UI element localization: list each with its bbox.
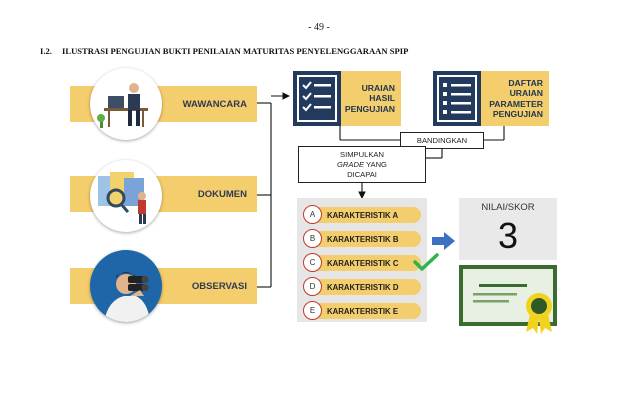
characteristic-label: KARAKTERISTIK A — [327, 210, 399, 220]
uraian-line-2: HASIL — [369, 93, 395, 104]
characteristic-letter: E — [303, 301, 322, 320]
characteristics-panel: A KARAKTERISTIK A B KARAKTERISTIK B C KARAK… — [297, 198, 427, 322]
characteristic-label: KARAKTERISTIK E — [327, 306, 399, 316]
score-value: 3 — [497, 215, 519, 256]
characteristic-letter: A — [303, 205, 322, 224]
characteristic-label: KARAKTERISTIK D — [327, 282, 399, 292]
checklist-icon — [293, 71, 341, 126]
section-heading: I.2. ILUSTRASI PENGUJIAN BUKTI PENILAIAN … — [40, 46, 408, 56]
daftar-uraian-parameter-box: DAFTAR URAIAN PARAMETER PENGUJIAN — [481, 71, 549, 126]
method-label-wawancara: WAWANCARA — [182, 98, 247, 110]
list-document-icon — [433, 71, 481, 126]
characteristic-letter: C — [303, 253, 322, 272]
method-label-observasi: OBSERVASI — [191, 280, 247, 292]
score-panel: NILAI/SKOR 3 — [459, 198, 557, 260]
characteristic-e: E KARAKTERISTIK E — [303, 301, 421, 320]
checkmark-icon — [413, 253, 439, 271]
daftar-line-3: PARAMETER — [489, 98, 543, 109]
daftar-line-1: DAFTAR — [508, 77, 543, 88]
characteristic-letter: D — [303, 277, 322, 296]
simpulkan-line-1: SIMPULKAN — [340, 149, 384, 159]
section-title: ILUSTRASI PENGUJIAN BUKTI PENILAIAN MATU… — [62, 46, 409, 56]
award-seal-icon — [526, 293, 552, 334]
characteristic-label: KARAKTERISTIK B — [327, 234, 399, 244]
uraian-hasil-pengujian-box: URAIAN HASIL PENGUJIAN — [341, 71, 401, 126]
document-review-icon — [90, 160, 162, 232]
uraian-line-1: URAIAN — [361, 82, 395, 93]
binoculars-observer-icon — [90, 250, 162, 322]
daftar-line-2: URAIAN — [509, 88, 543, 98]
simpulkan-line-2: GRADE YANG — [337, 160, 387, 170]
characteristic-a: A KARAKTERISTIK A — [303, 205, 421, 224]
simpulkan-line-3: DICAPAI — [347, 169, 377, 179]
characteristic-d: D KARAKTERISTIK D — [303, 277, 421, 296]
method-label-dokumen: DOKUMEN — [197, 188, 247, 200]
characteristic-label: KARAKTERISTIK C — [327, 258, 399, 268]
bandingkan-box: BANDINGKAN — [400, 132, 484, 149]
page-number: - 49 - — [308, 22, 330, 33]
characteristic-letter: B — [303, 229, 322, 248]
section-number: I.2. — [40, 46, 52, 56]
simpulkan-grade: GRADE — [337, 159, 365, 169]
right-arrow-icon — [432, 232, 455, 250]
characteristic-b: B KARAKTERISTIK B — [303, 229, 421, 248]
simpulkan-yang: YANG — [364, 159, 387, 169]
interview-icon — [90, 68, 162, 140]
score-title: NILAI/SKOR — [481, 202, 535, 213]
characteristic-c: C KARAKTERISTIK C — [303, 253, 421, 272]
simpulkan-box: SIMPULKAN GRADE YANG DICAPAI — [298, 146, 426, 183]
daftar-line-4: PENGUJIAN — [492, 109, 543, 119]
uraian-line-3: PENGUJIAN — [344, 103, 395, 114]
